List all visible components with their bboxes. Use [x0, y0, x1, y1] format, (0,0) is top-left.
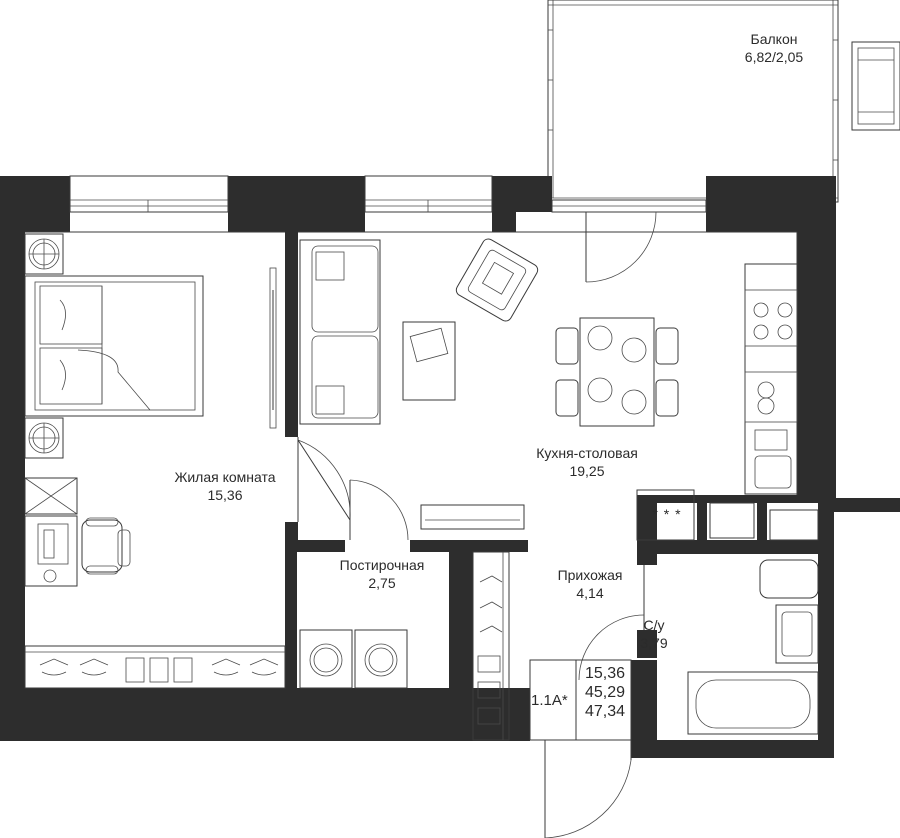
room-area: 19,25 [569, 463, 605, 479]
room-area: 3,79 [640, 635, 668, 651]
desk [24, 515, 78, 587]
room-name: Прихожая [557, 567, 623, 583]
windows [69, 175, 707, 213]
balcony-side-table [851, 41, 900, 131]
room-area: 6,82/2,05 [744, 49, 804, 65]
stove [636, 489, 695, 541]
living-area: 15,36 [584, 665, 626, 682]
room-area: 4,14 [576, 585, 604, 601]
nightstand-top [24, 233, 64, 275]
washing-machines [299, 629, 408, 689]
doors [297, 211, 657, 838]
room-name: Постирочная [339, 557, 425, 573]
area-info-box-frame [529, 659, 632, 741]
appliance-boxes [709, 502, 819, 541]
kitchen-counter [744, 263, 798, 495]
label-laundry: Постирочная 2,75 [324, 556, 440, 592]
dining-table [555, 317, 679, 427]
wardrobe-living [24, 645, 286, 689]
apartment-areas: 15,36 45,29 47,34 [580, 664, 630, 721]
room-area: 2,75 [368, 575, 396, 591]
armchair [455, 238, 539, 322]
room-name: Кухня-столовая [536, 445, 638, 461]
bathroom-fixtures [687, 559, 819, 735]
stove-burner-marks: * * * [652, 506, 682, 522]
storage-box [24, 477, 78, 515]
nightstand-bottom [24, 417, 64, 459]
office-chair [81, 517, 131, 575]
bed [24, 275, 204, 417]
label-balcony: Балкон 6,82/2,05 [724, 30, 824, 66]
sofa [299, 239, 381, 425]
room-name: С/у [643, 617, 665, 633]
room-area: 15,36 [207, 487, 243, 503]
label-living-room: Жилая комната 15,36 [150, 468, 300, 504]
apartment-type: 1.1А* [531, 692, 568, 709]
label-kitchen: Кухня-столовая 19,25 [522, 444, 652, 480]
tv-wall-living [269, 267, 277, 429]
walls [0, 176, 900, 758]
tv-stand [420, 504, 525, 530]
label-hallway: Прихожая 4,14 [540, 566, 640, 602]
area-with-balcony: 47,34 [584, 703, 626, 720]
room-name: Балкон [750, 31, 798, 47]
room-name: Жилая комната [174, 469, 276, 485]
total-area: 45,29 [584, 684, 626, 701]
hallway-wardrobe [472, 551, 510, 741]
label-bathroom: С/у 3,79 [624, 616, 684, 652]
coffee-table [402, 321, 456, 401]
